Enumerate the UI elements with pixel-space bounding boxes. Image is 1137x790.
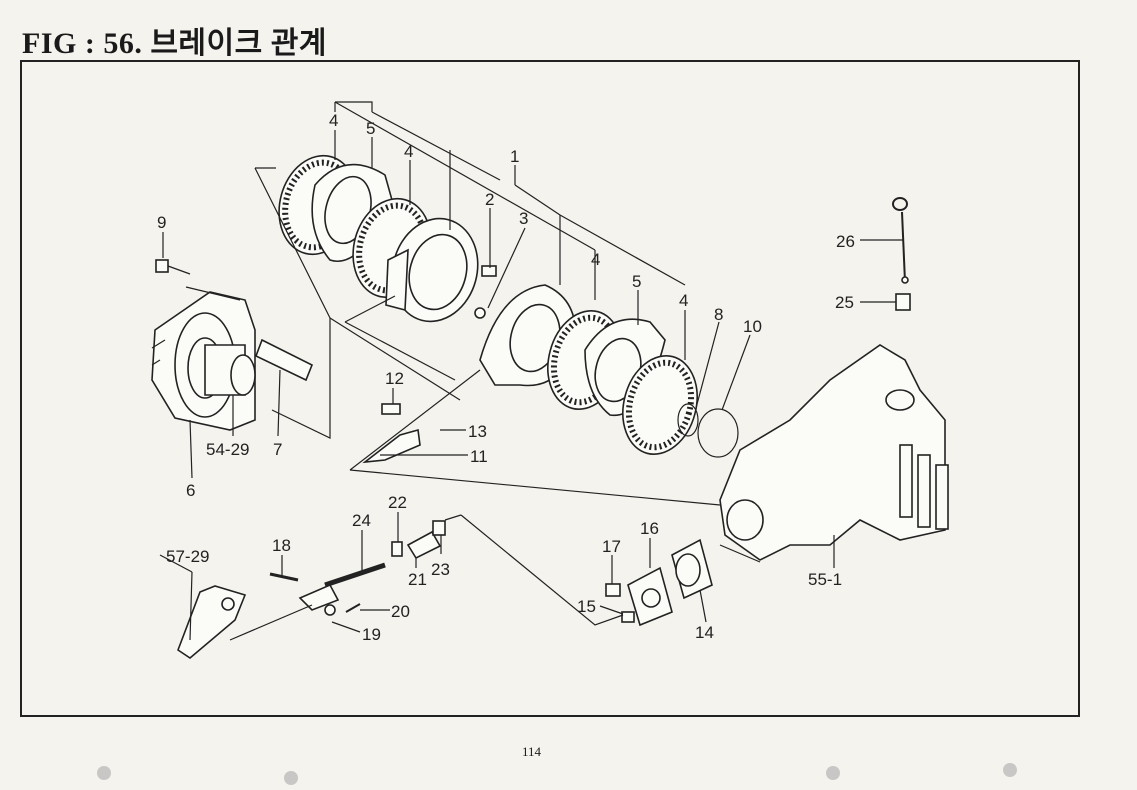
callout-5: 5 xyxy=(632,272,641,291)
callout-4: 4 xyxy=(329,111,338,130)
fitting-25 xyxy=(895,293,911,311)
callout-labels: 1 2 3 4 4 4 4 5 5 6 7 8 9 10 11 12 13 14… xyxy=(157,111,855,644)
pin-18 xyxy=(269,572,299,582)
callout-4: 4 xyxy=(591,250,600,269)
fitting-15 xyxy=(621,611,635,623)
callout-13: 13 xyxy=(468,422,487,441)
bolt-17 xyxy=(605,583,621,597)
bolt-2 xyxy=(481,265,497,277)
callout-8: 8 xyxy=(714,305,723,324)
turnbuckle-21 xyxy=(406,530,442,560)
callout-3: 3 xyxy=(519,209,528,228)
callout-20: 20 xyxy=(391,602,410,621)
callout-12: 12 xyxy=(385,369,404,388)
callout-23: 23 xyxy=(431,560,450,579)
callout-6: 6 xyxy=(186,481,195,500)
callout-55-1: 55-1 xyxy=(808,570,842,589)
page-number: 114 xyxy=(522,744,542,759)
callout-54-29: 54-29 xyxy=(206,440,249,459)
callout-11: 11 xyxy=(470,447,488,466)
bolt-12 xyxy=(381,403,401,415)
callout-16: 16 xyxy=(640,519,659,538)
callout-18: 18 xyxy=(272,536,291,555)
callout-24: 24 xyxy=(352,511,371,530)
nut-23 xyxy=(432,520,446,536)
brake-lever-57-29 xyxy=(177,585,247,659)
callout-57-29: 57-29 xyxy=(166,547,209,566)
callout-10: 10 xyxy=(743,317,762,336)
transmission-case-55-1 xyxy=(719,344,949,561)
brake-housing-ring xyxy=(385,217,479,323)
callout-15: 15 xyxy=(577,597,596,616)
bolt-9 xyxy=(155,259,191,275)
cotter-20 xyxy=(345,603,361,613)
shaft-pin xyxy=(254,338,314,382)
callout-17: 17 xyxy=(602,537,621,556)
leader-lines xyxy=(151,101,903,641)
callout-2: 2 xyxy=(485,190,494,209)
brake-shaft xyxy=(204,344,256,396)
callout-25: 25 xyxy=(835,293,854,312)
callout-19: 19 xyxy=(362,625,381,644)
callout-1: 1 xyxy=(510,147,519,166)
figure-title: FIG : 56. 브레이크 관계 xyxy=(22,27,327,60)
snap-ring-8 xyxy=(677,403,699,437)
callout-26: 26 xyxy=(836,232,855,251)
dipstick-26 xyxy=(892,197,909,284)
brake-plate-upper-1 xyxy=(311,163,393,262)
callout-22: 22 xyxy=(388,493,407,512)
diagram-frame xyxy=(20,60,1080,717)
clevis-19 xyxy=(298,583,340,616)
brake-disc-lower-2 xyxy=(622,355,698,455)
rod-24 xyxy=(324,562,386,588)
scan-marks xyxy=(97,763,1017,785)
nut-22 xyxy=(391,541,403,557)
callout-14: 14 xyxy=(695,623,714,642)
callout-21: 21 xyxy=(408,570,427,589)
callout-4: 4 xyxy=(679,291,688,310)
callout-4: 4 xyxy=(404,142,413,161)
callout-5: 5 xyxy=(366,119,375,138)
cover-16 xyxy=(627,566,673,627)
callout-9: 9 xyxy=(157,213,166,232)
boot-14 xyxy=(671,538,713,600)
o-ring-10 xyxy=(697,408,739,458)
callout-7: 7 xyxy=(273,440,282,459)
actuator-rod-11 xyxy=(362,428,421,464)
ball-3 xyxy=(474,307,486,319)
